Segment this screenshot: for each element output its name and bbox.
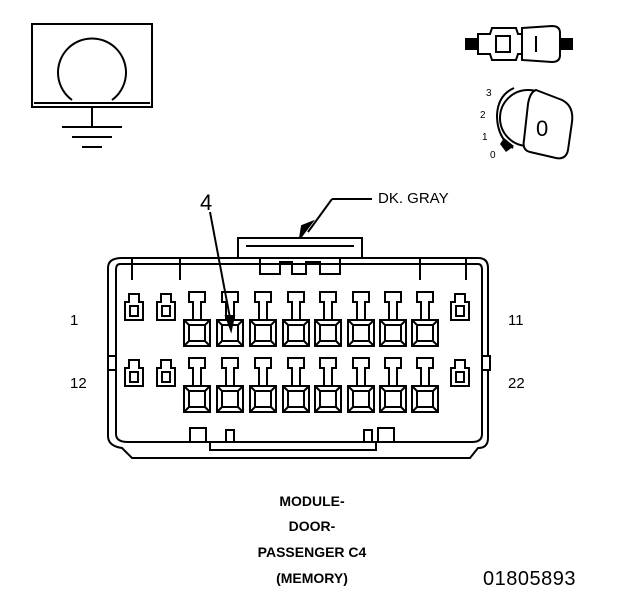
ignition-position-0: 0 [490, 150, 496, 161]
caption-line-4: (MEMORY) [276, 570, 348, 586]
caption-line-2: DOOR- [288, 518, 336, 534]
ignition-key-label: 0 [536, 116, 549, 141]
callout-pin-number: 4 [200, 190, 213, 215]
ignition-switch-icon [495, 87, 574, 160]
connector-plug-icon [465, 24, 573, 64]
caption-line-3: PASSENGER C4 [257, 544, 367, 560]
cavity-7 [314, 291, 342, 347]
cavity-21 [411, 357, 439, 413]
caption-line-1: MODULE- [279, 493, 345, 509]
cavity-20 [379, 357, 407, 413]
ignition-position-2: 2 [480, 110, 486, 121]
pin-label-12: 12 [70, 375, 87, 392]
cavity-16 [249, 357, 277, 413]
cavity-14 [183, 357, 211, 413]
cavity-1 [124, 293, 144, 321]
cavity-17 [282, 357, 310, 413]
cavity-19 [347, 357, 375, 413]
cavity-5 [249, 291, 277, 347]
ignition-position-1: 1 [482, 132, 488, 143]
cavity-array [124, 291, 470, 413]
cavity-11 [450, 293, 470, 321]
pin-label-1: 1 [70, 312, 79, 329]
cavity-13 [156, 359, 176, 387]
cavity-2 [156, 293, 176, 321]
wire-color-arrow [299, 198, 372, 239]
cavity-6 [282, 291, 310, 347]
cavity-22 [450, 359, 470, 387]
cavity-3 [183, 291, 211, 347]
pin-callout-arrow [209, 211, 236, 334]
cavity-12 [124, 359, 144, 387]
cavity-18 [314, 357, 342, 413]
ignition-position-3: 3 [486, 88, 492, 99]
cavity-8 [347, 291, 375, 347]
ground-icon [31, 23, 153, 148]
pin-label-22: 22 [508, 375, 525, 392]
diagram-id: 01805893 [483, 568, 576, 590]
cavity-10 [411, 291, 439, 347]
wire-color-label: DK. GRAY [378, 190, 449, 207]
connector-housing [107, 237, 491, 459]
pin-label-11: 11 [508, 312, 524, 329]
cavity-9 [379, 291, 407, 347]
cavity-15 [216, 357, 244, 413]
